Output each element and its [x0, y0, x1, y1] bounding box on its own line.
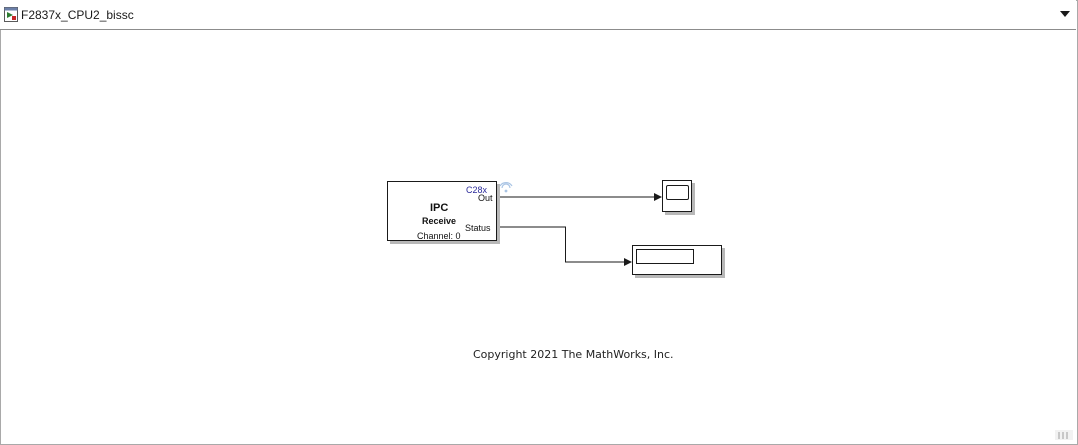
wireless-signal-icon: [499, 182, 513, 193]
port-out-label: Out: [478, 193, 493, 203]
port-status-label: Status: [465, 223, 491, 233]
model-canvas[interactable]: [1, 31, 1075, 441]
model-titlebar: F2837x_CPU2_bissc: [0, 0, 1076, 30]
ipc-block-subtitle: Receive: [422, 216, 457, 226]
ipc-channel-label: Channel: 0: [417, 231, 461, 241]
target-label: C28x: [466, 185, 488, 195]
copyright-annotation[interactable]: Copyright 2021 The MathWorks, Inc.: [473, 348, 674, 361]
titlebar-divider: [0, 29, 1076, 30]
chevron-down-icon[interactable]: [1058, 8, 1072, 20]
ipc-receive-block[interactable]: C28x Out IPC Receive Status Channel: 0: [387, 181, 497, 241]
model-title: F2837x_CPU2_bissc: [21, 8, 134, 22]
display-block[interactable]: [632, 245, 722, 275]
display-value-field: [636, 249, 694, 264]
scope-screen: [666, 185, 689, 200]
ipc-block-title: IPC: [430, 202, 449, 214]
simulink-model-icon: [4, 7, 18, 22]
scope-block[interactable]: [662, 180, 692, 212]
resize-grip-icon[interactable]: [1055, 430, 1073, 440]
